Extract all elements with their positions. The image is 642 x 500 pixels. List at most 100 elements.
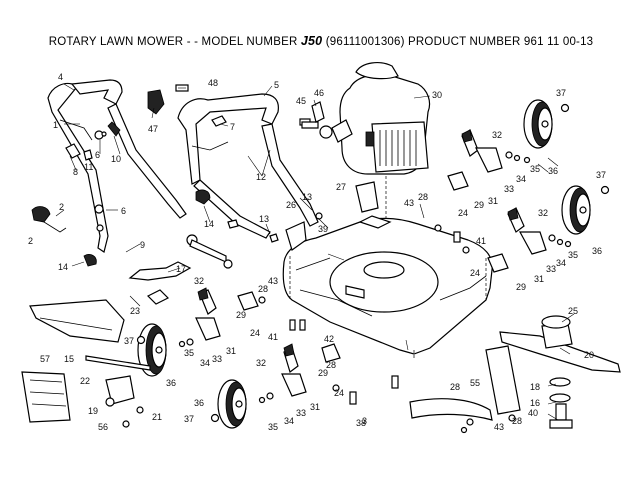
callout-29c: 29 xyxy=(236,310,246,320)
callout-32a: 32 xyxy=(492,130,502,140)
callout-35a: 35 xyxy=(530,164,540,174)
callout-43b: 43 xyxy=(268,276,278,286)
callout-34d: 34 xyxy=(284,416,294,426)
callout-40: 40 xyxy=(528,408,538,418)
diagram-title: ROTARY LAWN MOWER - - MODEL NUMBER J50 (… xyxy=(0,34,642,48)
callout-57: 57 xyxy=(40,354,50,364)
callout-6b: 6 xyxy=(121,206,126,216)
wheel-front-right xyxy=(561,185,591,235)
rear-flap xyxy=(29,299,125,343)
handle-hardware xyxy=(31,84,323,267)
callout-22: 22 xyxy=(80,376,90,386)
callout-34a: 34 xyxy=(516,174,526,184)
callout-33d: 33 xyxy=(296,408,306,418)
callout-24a: 24 xyxy=(458,208,468,218)
callout-21: 21 xyxy=(152,412,162,422)
callout-47: 47 xyxy=(148,124,158,134)
callout-37d: 37 xyxy=(184,414,194,424)
callout-24b: 24 xyxy=(470,268,480,278)
side-deflector xyxy=(285,181,379,251)
callout-20: 20 xyxy=(584,350,594,360)
callout-29b: 29 xyxy=(516,282,526,292)
callout-41b: 41 xyxy=(268,332,278,342)
callout-43c: 43 xyxy=(494,422,504,432)
callout-31b: 31 xyxy=(534,274,544,284)
callout-28a: 28 xyxy=(418,192,428,202)
callout-14b: 14 xyxy=(204,219,214,229)
callout-46: 46 xyxy=(314,88,324,98)
engine xyxy=(301,62,431,280)
callout-16: 16 xyxy=(530,398,540,408)
callout-15: 15 xyxy=(64,354,74,364)
callout-32b: 32 xyxy=(538,208,548,218)
callout-2-rotated: 2 xyxy=(28,236,33,246)
rear-baffle xyxy=(409,345,521,434)
callout-28b: 28 xyxy=(258,284,268,294)
callout-11: 11 xyxy=(84,162,93,172)
callout-39: 39 xyxy=(318,224,328,234)
callout-9: 9 xyxy=(140,240,145,250)
height-adjust-links xyxy=(128,234,233,305)
mower-deck xyxy=(282,215,493,360)
callout-24d: 24 xyxy=(334,388,344,398)
front-guard xyxy=(21,355,151,428)
callout-2: 2 xyxy=(59,202,64,212)
callout-41a: 41 xyxy=(476,236,486,246)
callout-6a: 6 xyxy=(95,150,100,160)
callout-38: 38 xyxy=(356,418,366,428)
callout-34b: 34 xyxy=(556,258,566,268)
callout-24c: 24 xyxy=(250,328,260,338)
callout-29d: 29 xyxy=(318,368,328,378)
callout-37a: 37 xyxy=(556,88,566,98)
callout-8: 8 xyxy=(73,167,78,177)
callout-4: 4 xyxy=(58,72,63,82)
callout-28c: 28 xyxy=(326,360,336,370)
callout-27: 27 xyxy=(336,182,346,192)
wheel-rear-left xyxy=(137,323,167,377)
callout-36d: 36 xyxy=(194,398,204,408)
callout-3: 3 xyxy=(362,416,367,426)
callout-35c: 35 xyxy=(184,348,194,358)
wheel-bracket-sets xyxy=(178,129,572,404)
callout-26: 26 xyxy=(286,200,296,210)
wheel-front-left xyxy=(217,379,247,429)
callout-13b: 13 xyxy=(259,214,269,224)
callout-45: 45 xyxy=(296,96,306,106)
callout-labels: 1 2 2 3 4 5 6 6 7 8 9 10 11 12 13 13 14 … xyxy=(28,72,606,432)
callout-12: 12 xyxy=(256,172,266,182)
callout-32c: 32 xyxy=(194,276,204,286)
callout-29a: 29 xyxy=(474,200,484,210)
callout-36b: 36 xyxy=(592,246,602,256)
callout-48: 48 xyxy=(208,78,218,88)
callout-5: 5 xyxy=(274,80,279,90)
callout-32d: 32 xyxy=(256,358,266,368)
upper-handle xyxy=(177,93,319,239)
callout-13a: 13 xyxy=(302,192,312,202)
callout-28e: 28 xyxy=(512,416,522,426)
callout-33c: 33 xyxy=(212,354,222,364)
callout-56: 56 xyxy=(98,422,108,432)
callout-37b: 37 xyxy=(596,170,606,180)
callout-43a: 43 xyxy=(404,198,414,208)
adjuster-knobs xyxy=(197,129,519,357)
callout-31d: 31 xyxy=(310,402,320,412)
callout-19: 19 xyxy=(88,406,98,416)
callout-28d: 28 xyxy=(450,382,460,392)
callout-55: 55 xyxy=(470,378,480,388)
title-prefix: ROTARY LAWN MOWER - - MODEL NUMBER xyxy=(48,36,298,48)
callout-30: 30 xyxy=(432,90,442,100)
model-number: J50 xyxy=(300,34,323,48)
callout-42: 42 xyxy=(324,334,334,344)
callout-35b: 35 xyxy=(568,250,578,260)
callout-18: 18 xyxy=(530,382,540,392)
callout-37c: 37 xyxy=(124,336,134,346)
callout-1: 1 xyxy=(53,120,58,130)
fasteners xyxy=(136,103,610,423)
callout-33a: 33 xyxy=(504,184,514,194)
callout-17: 17 xyxy=(176,264,186,274)
blade-assembly xyxy=(499,315,621,429)
title-suffix: (96111001306) PRODUCT NUMBER 961 11 00-1… xyxy=(325,36,594,48)
wheel-rear-right xyxy=(523,99,553,149)
callout-10: 10 xyxy=(111,154,121,164)
